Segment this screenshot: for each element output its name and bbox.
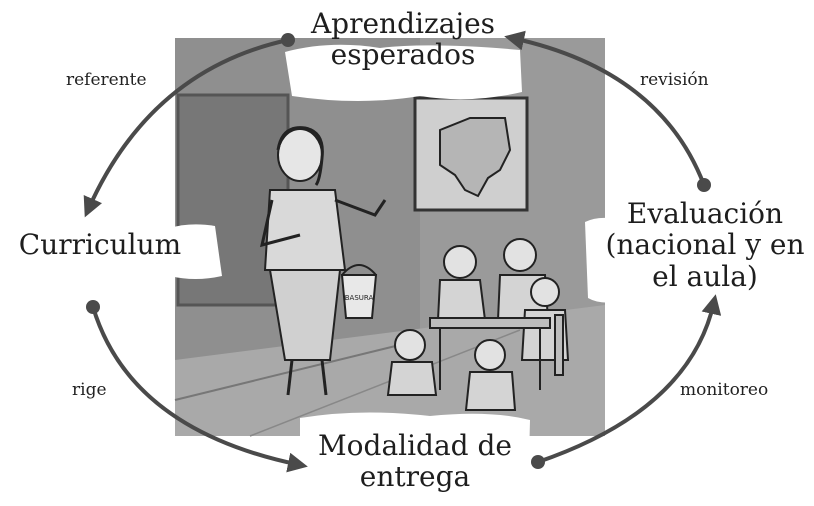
node-aprendizajes-line1: Aprendizajes (310, 7, 496, 40)
edge-label-monitoreo: monitoreo (680, 380, 769, 400)
arrow-revision (504, 30, 706, 186)
arrow-referente-start-dot (281, 33, 295, 47)
arrow-referente (83, 38, 289, 218)
edge-label-rige: rige (72, 380, 107, 400)
node-modalidad-de-entrega: Modalidad de entrega (300, 430, 530, 493)
bucket-label: BASURA (345, 294, 374, 302)
edge-label-referente: referente (66, 70, 147, 90)
node-evaluacion-line2: (nacional y en (605, 228, 805, 262)
arrow-monitoreo (537, 294, 722, 464)
edge-label-revision: revisión (640, 70, 709, 90)
arrow-monitoreo-start-dot (531, 455, 545, 469)
node-modalidad-line2: entrega (359, 460, 471, 494)
node-curriculum-line1: Curriculum (18, 228, 182, 261)
node-aprendizajes-esperados: Aprendizajes esperados (293, 8, 513, 71)
students-group (386, 238, 570, 411)
node-aprendizajes-line2: esperados (330, 38, 476, 72)
trash-bucket: BASURA (340, 264, 378, 319)
teacher-figure (260, 126, 387, 396)
arrow-revision-start-dot (697, 178, 711, 192)
node-curriculum: Curriculum (10, 228, 190, 261)
node-evaluacion-line3: el aula) (652, 259, 758, 293)
node-evaluacion: Evaluación (nacional y en el aula) (595, 198, 814, 292)
arrow-rige-start-dot (86, 300, 100, 314)
node-modalidad-line1: Modalidad de (318, 429, 512, 462)
arrow-rige (91, 306, 308, 473)
node-evaluacion-line1: Evaluación (626, 197, 784, 230)
